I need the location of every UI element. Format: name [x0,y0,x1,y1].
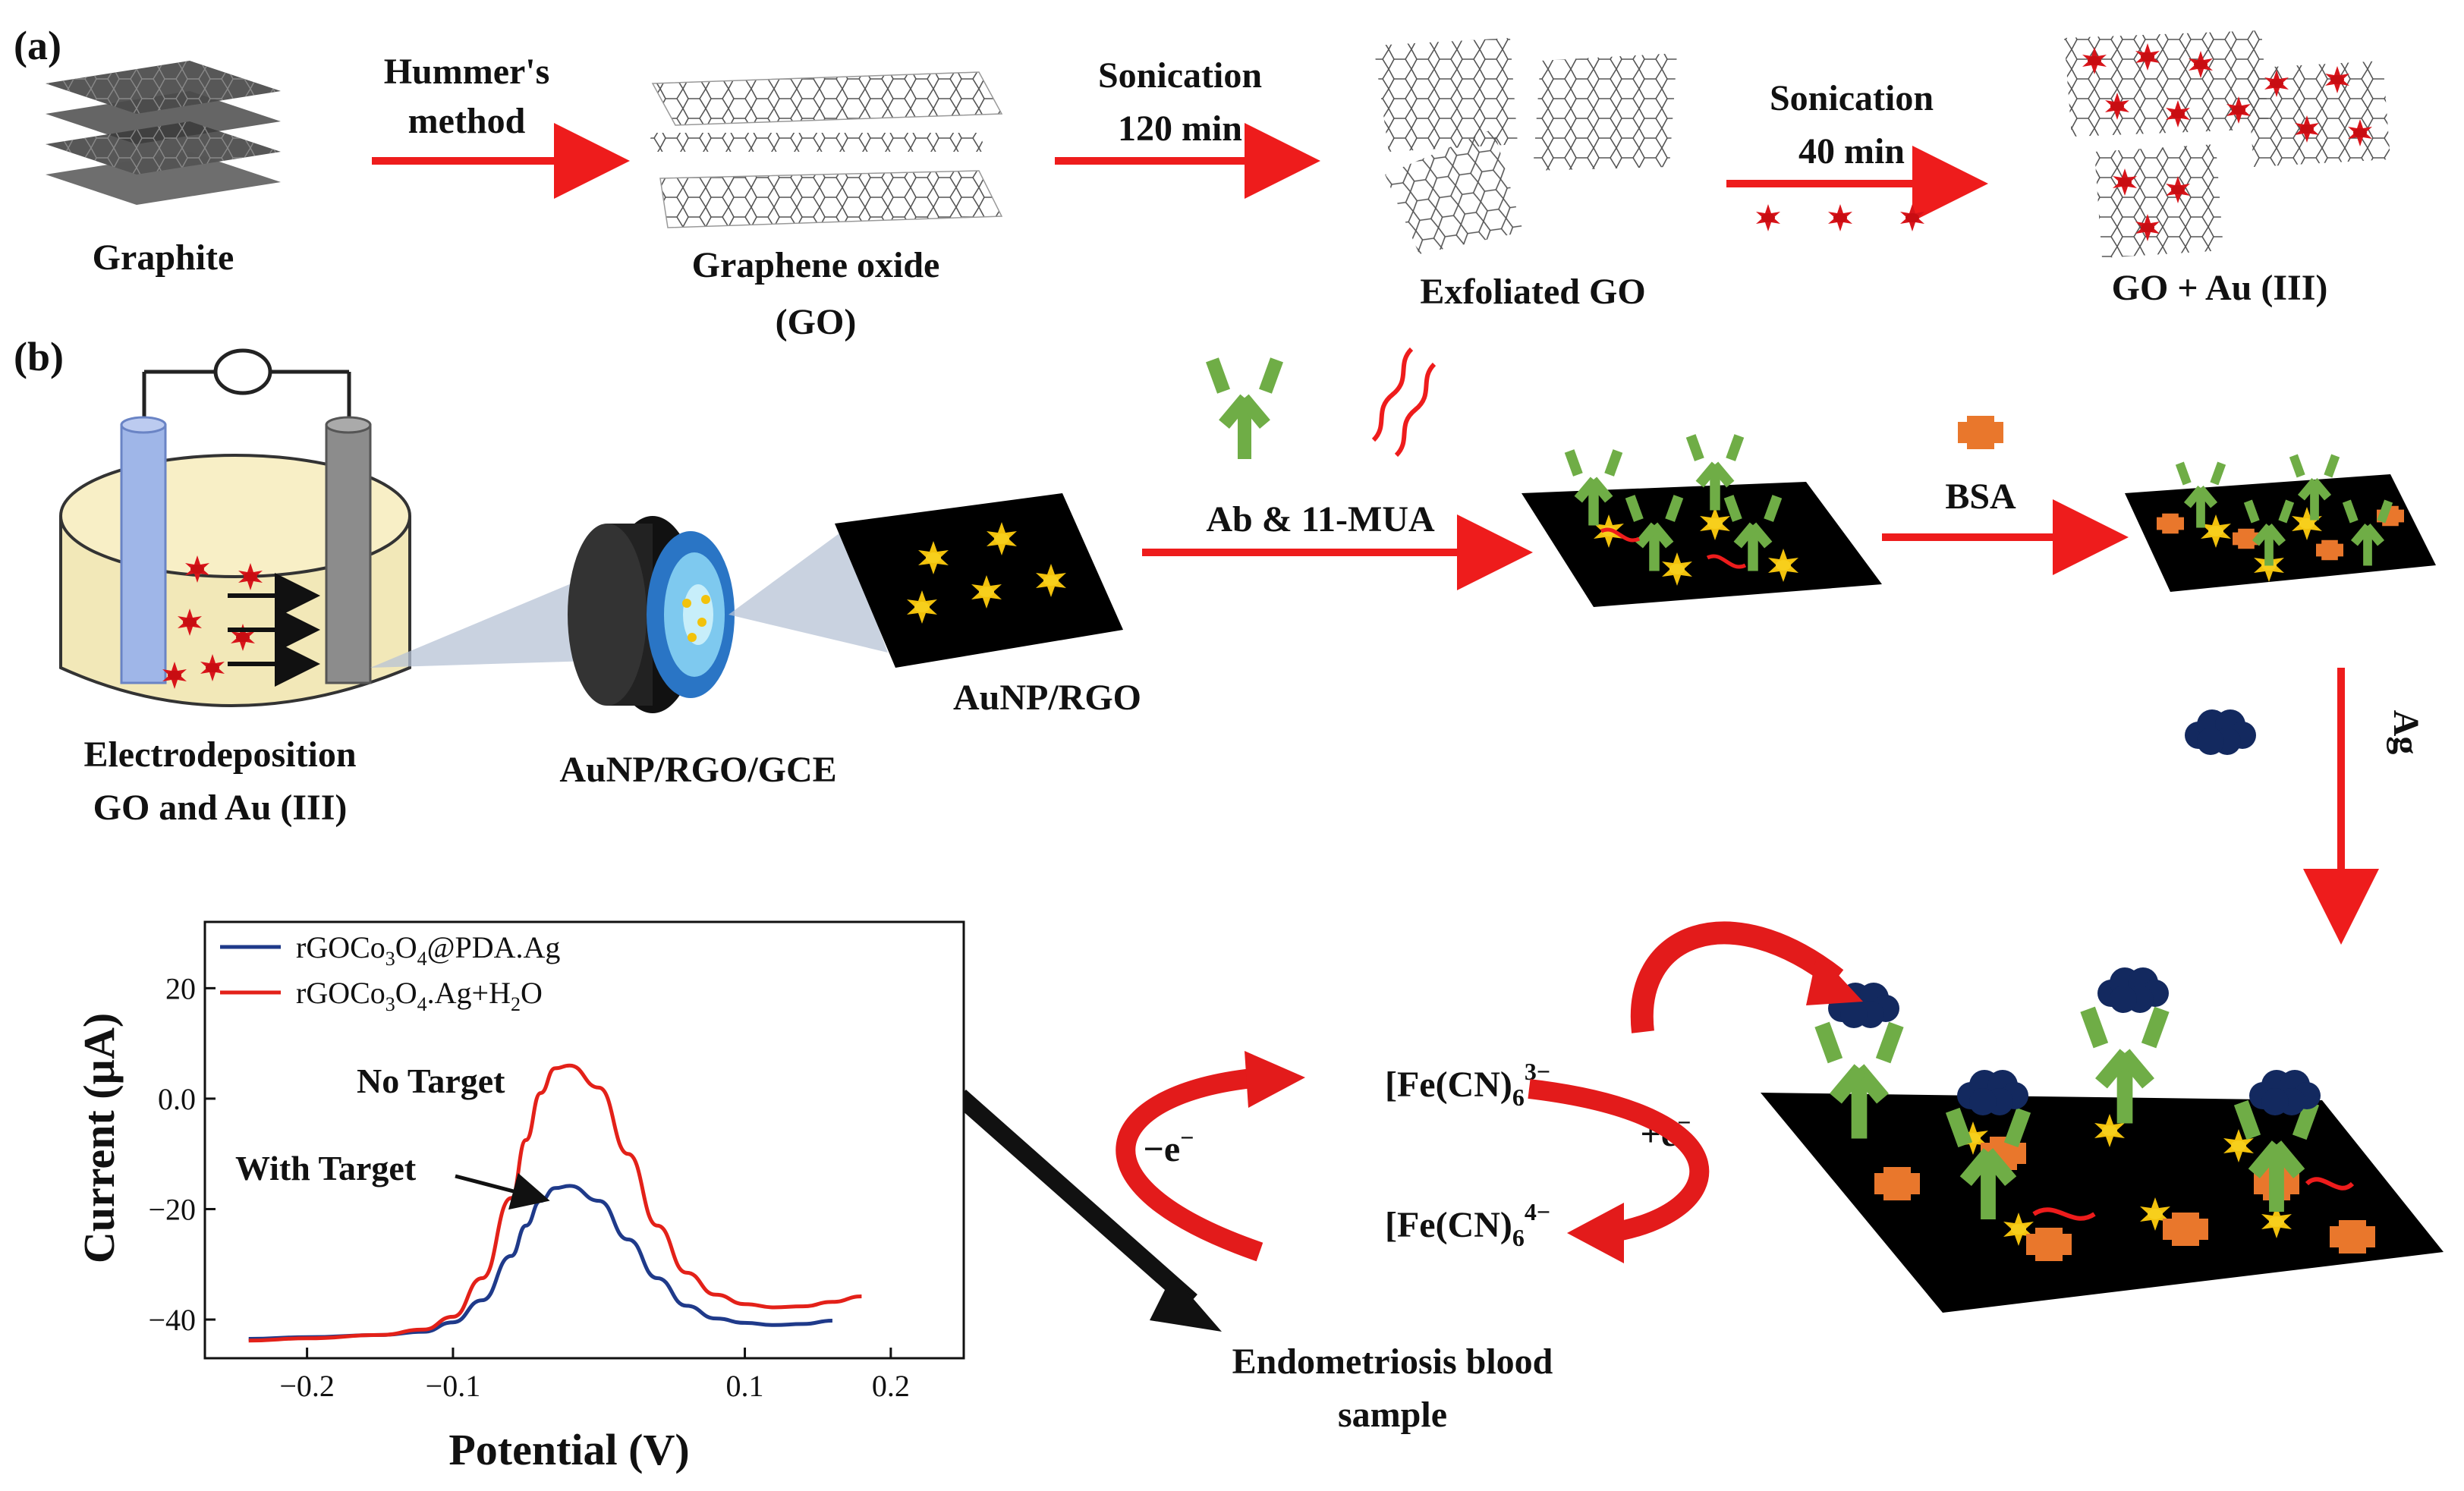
antibody-icon [1206,357,1283,459]
sonication40-line2: 40 min [1798,131,1905,171]
series-line-1 [248,1184,832,1341]
panel-a-label: (a) [14,23,61,68]
graphene-oxide-label: Graphene oxide [692,245,940,285]
sonication120-line2: 120 min [1118,109,1242,149]
bsa-icon [1958,416,2003,449]
go-au-icon [2064,30,2390,258]
ferrocyanide-label: [Fe(CN)64− [1385,1198,1550,1251]
aunp-rgo-sheet [835,493,1123,668]
sonication40-line1: Sonication [1770,78,1934,118]
y-axis-label: Current (µA) [74,1013,124,1263]
reduction-arrow [1528,1079,1710,1243]
x-axis-label: Potential (V) [448,1425,689,1474]
exfoliated-go-label: Exfoliated GO [1420,272,1645,312]
bsa-label: BSA [1945,477,2016,517]
sonication120-line1: Sonication [1098,55,1262,96]
zoom-cone [370,565,615,668]
y-tick-label: −40 [148,1303,196,1337]
ag-label: Ag [2386,710,2426,755]
x-tick-label: −0.2 [279,1369,335,1403]
graphite-label: Graphite [93,237,234,278]
graphite-icon [46,61,281,205]
au-ion-icon [1756,204,1780,231]
annotation-with-target: With Target [235,1149,417,1187]
annotation-no-target: No Target [357,1062,505,1100]
graphene-oxide-abbr: (GO) [776,302,857,342]
y-tick-label: 0.0 [158,1082,196,1116]
hummers-label-line2: method [408,101,526,141]
gce-electrode-icon [568,516,735,713]
blood-sample-arrow [954,1090,1197,1308]
electrode-label: AuNP/RGO/GCE [559,750,836,790]
series-line-2 [248,1063,862,1343]
hummers-label-line1: Hummer's [384,52,550,92]
blood-sample-label-line2: sample [1338,1395,1447,1435]
y-axis-ticks: 20 0.0 −20 −40 [148,971,216,1337]
au-ion-icon [1828,204,1852,231]
x-tick-label: −0.1 [426,1369,481,1403]
x-tick-label: 0.2 [872,1369,910,1403]
redox-to-sensor-arrow [1630,921,1844,1033]
x-axis-ticks: −0.2 −0.1 0.1 0.2 [279,1348,910,1403]
legend-series-1: rGOCo3O4@PDA.Ag [296,930,560,970]
electrodeposition-label-line1: Electrodeposition [83,734,356,775]
oxidation-arrow [1116,1068,1263,1262]
electrodeposition-cell [59,348,411,707]
plot-curves [248,1063,862,1343]
panel-b-label: (b) [14,334,64,379]
dpv-chart: 20 0.0 −20 −40 −0.2 −0.1 0.1 0.2 rGOCo3O4@PDA.… [74,920,965,1474]
bsa-blocked-sheet [2125,454,2436,592]
chart-legend: rGOCo3O4@PDA.Ag rGOCo3O4.Ag+H2O [220,930,560,1015]
antigen-icon [2185,709,2256,755]
aunp-rgo-label: AuNP/RGO [953,678,1141,718]
y-tick-label: 20 [165,971,196,1005]
x-tick-label: 0.1 [726,1369,764,1403]
ferricyanide-label: [Fe(CN)63− [1385,1058,1550,1111]
plot-frame [203,920,965,1360]
electrodeposition-label-line2: GO and Au (III) [93,788,348,828]
graphene-oxide-icon [645,71,1003,228]
blood-sample-label-line1: Endometriosis blood [1232,1342,1553,1382]
go-au-label: GO + Au (III) [2112,268,2328,308]
mua-icon [1371,347,1437,458]
legend-series-2: rGOCo3O4.Ag+H2O [296,976,543,1015]
au-ion-icon [1900,204,1924,231]
ab-mua-label: Ab & 11-MUA [1206,499,1435,539]
with-target-pointer [455,1172,550,1210]
y-tick-label: −20 [148,1192,196,1226]
antibody-sheet [1522,434,1882,607]
final-sensor-sheet [1761,967,2444,1313]
zoom-cone-2 [729,531,888,653]
exfoliated-go-icon [1374,38,1677,254]
minus-e-label: −e− [1144,1124,1194,1169]
